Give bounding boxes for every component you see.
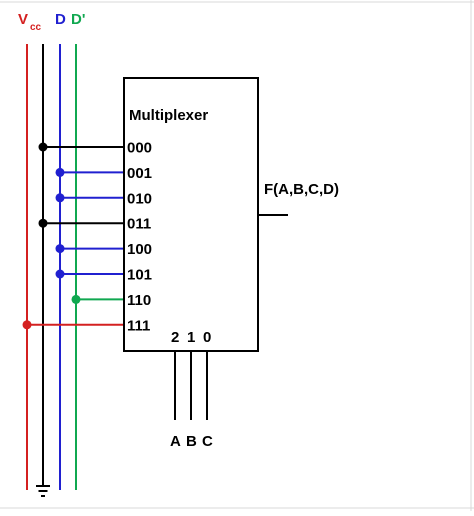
- select-index-1: 1: [187, 329, 195, 346]
- d-not-label: D': [71, 11, 85, 28]
- multiplexer-title: Multiplexer: [129, 107, 208, 124]
- input-label-000: 000: [127, 140, 152, 157]
- input-label-101: 101: [127, 267, 152, 284]
- input-label-100: 100: [127, 241, 152, 258]
- junction-dot-010: [55, 193, 65, 203]
- input-label-011: 011: [127, 216, 151, 233]
- junction-dot-111: [22, 320, 32, 330]
- d-label: D: [55, 11, 66, 28]
- select-index-2: 2: [171, 329, 179, 346]
- junction-dot-000: [38, 142, 48, 152]
- junction-dot-110: [71, 294, 81, 304]
- vcc-label: V: [18, 11, 28, 28]
- input-label-110: 110: [127, 292, 151, 309]
- junction-dot-011: [38, 218, 48, 228]
- output-label: F(A,B,C,D): [264, 181, 339, 198]
- input-label-010: 010: [127, 190, 152, 207]
- input-labels: 000 001 010 011 100 101 110 111: [127, 140, 152, 335]
- select-input-b: B: [186, 433, 197, 450]
- input-label-111: 111: [127, 317, 150, 334]
- select-index-0: 0: [203, 329, 211, 346]
- junction-dot-101: [55, 269, 65, 279]
- input-label-001: 001: [127, 165, 152, 182]
- input-wires: [22, 142, 124, 330]
- select-input-a: A: [170, 433, 181, 450]
- multiplexer-box: [123, 77, 259, 352]
- junction-dot-001: [55, 167, 65, 177]
- ground-symbol: [36, 485, 50, 497]
- select-input-c: C: [202, 433, 213, 450]
- junction-dot-100: [55, 244, 65, 254]
- vcc-subscript: cc: [30, 22, 42, 33]
